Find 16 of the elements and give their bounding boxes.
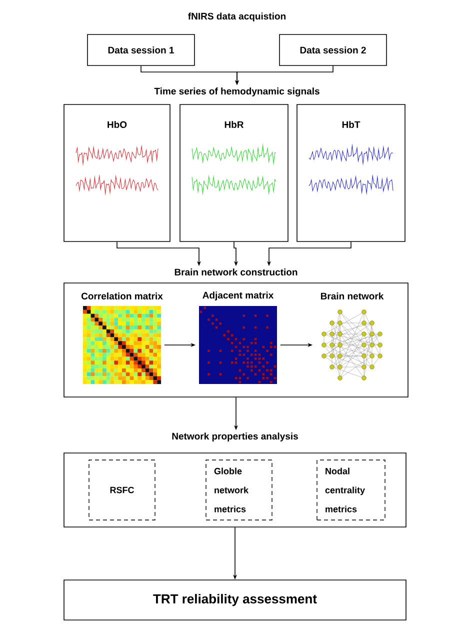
column-heading: Correlation matrix	[81, 292, 163, 300]
section-heading: Brain network construction	[174, 268, 298, 276]
process-box: Data session 1	[87, 34, 195, 66]
section-heading: Time series of hemodynamic signals	[154, 88, 320, 96]
signal-panel: HbR	[180, 104, 288, 242]
process-box: TRT reliability assessment	[64, 580, 406, 620]
signal-panel: HbO	[64, 104, 170, 242]
dashed-box: Nodal centrality metrics	[316, 460, 386, 520]
dashed-box: RSFC	[88, 460, 156, 520]
section-heading: fNIRS data acquistion	[188, 12, 286, 22]
dashed-box: Globle network metrics	[206, 460, 272, 520]
process-box: Data session 2	[279, 34, 387, 66]
section-heading: Network properties analysis	[172, 432, 298, 442]
column-heading: Adjacent matrix	[202, 292, 274, 300]
signal-panel: HbT	[296, 104, 406, 242]
column-heading: Brain network	[320, 292, 384, 300]
